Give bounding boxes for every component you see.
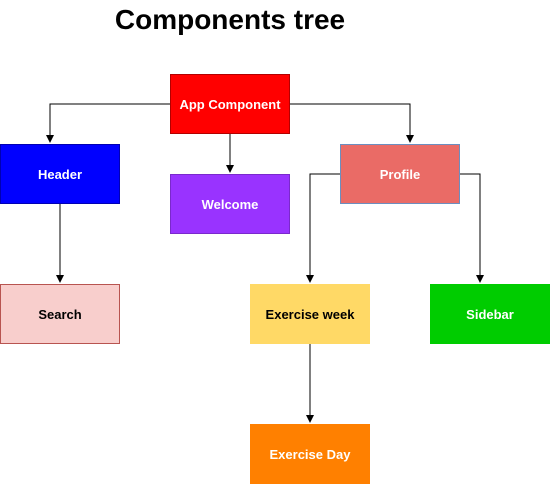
node-label: Header [37, 166, 83, 182]
node-label: Exercise week [265, 306, 355, 322]
edge-app-to-header [46, 103, 170, 143]
node-app-component[interactable]: App Component [170, 74, 290, 134]
node-sidebar[interactable]: Sidebar [430, 284, 550, 344]
node-label: Profile [379, 166, 421, 182]
edge-app-to-profile [290, 103, 414, 143]
node-exercise-week[interactable]: Exercise week [250, 284, 370, 344]
node-header[interactable]: Header [0, 144, 120, 204]
node-welcome[interactable]: Welcome [170, 174, 290, 234]
node-label: Exercise Day [269, 446, 351, 462]
node-label: Welcome [201, 196, 259, 212]
node-search[interactable]: Search [0, 284, 120, 344]
node-label: Search [38, 306, 82, 322]
diagram-title: Components tree [114, 4, 346, 35]
edge-profile-to-exercise-week [306, 173, 340, 283]
node-label: Sidebar [466, 306, 514, 322]
node-exercise-day[interactable]: Exercise Day [250, 424, 370, 484]
edge-profile-to-sidebar [460, 173, 484, 283]
node-label: App Component [179, 96, 281, 112]
node-profile[interactable]: Profile [340, 144, 460, 204]
